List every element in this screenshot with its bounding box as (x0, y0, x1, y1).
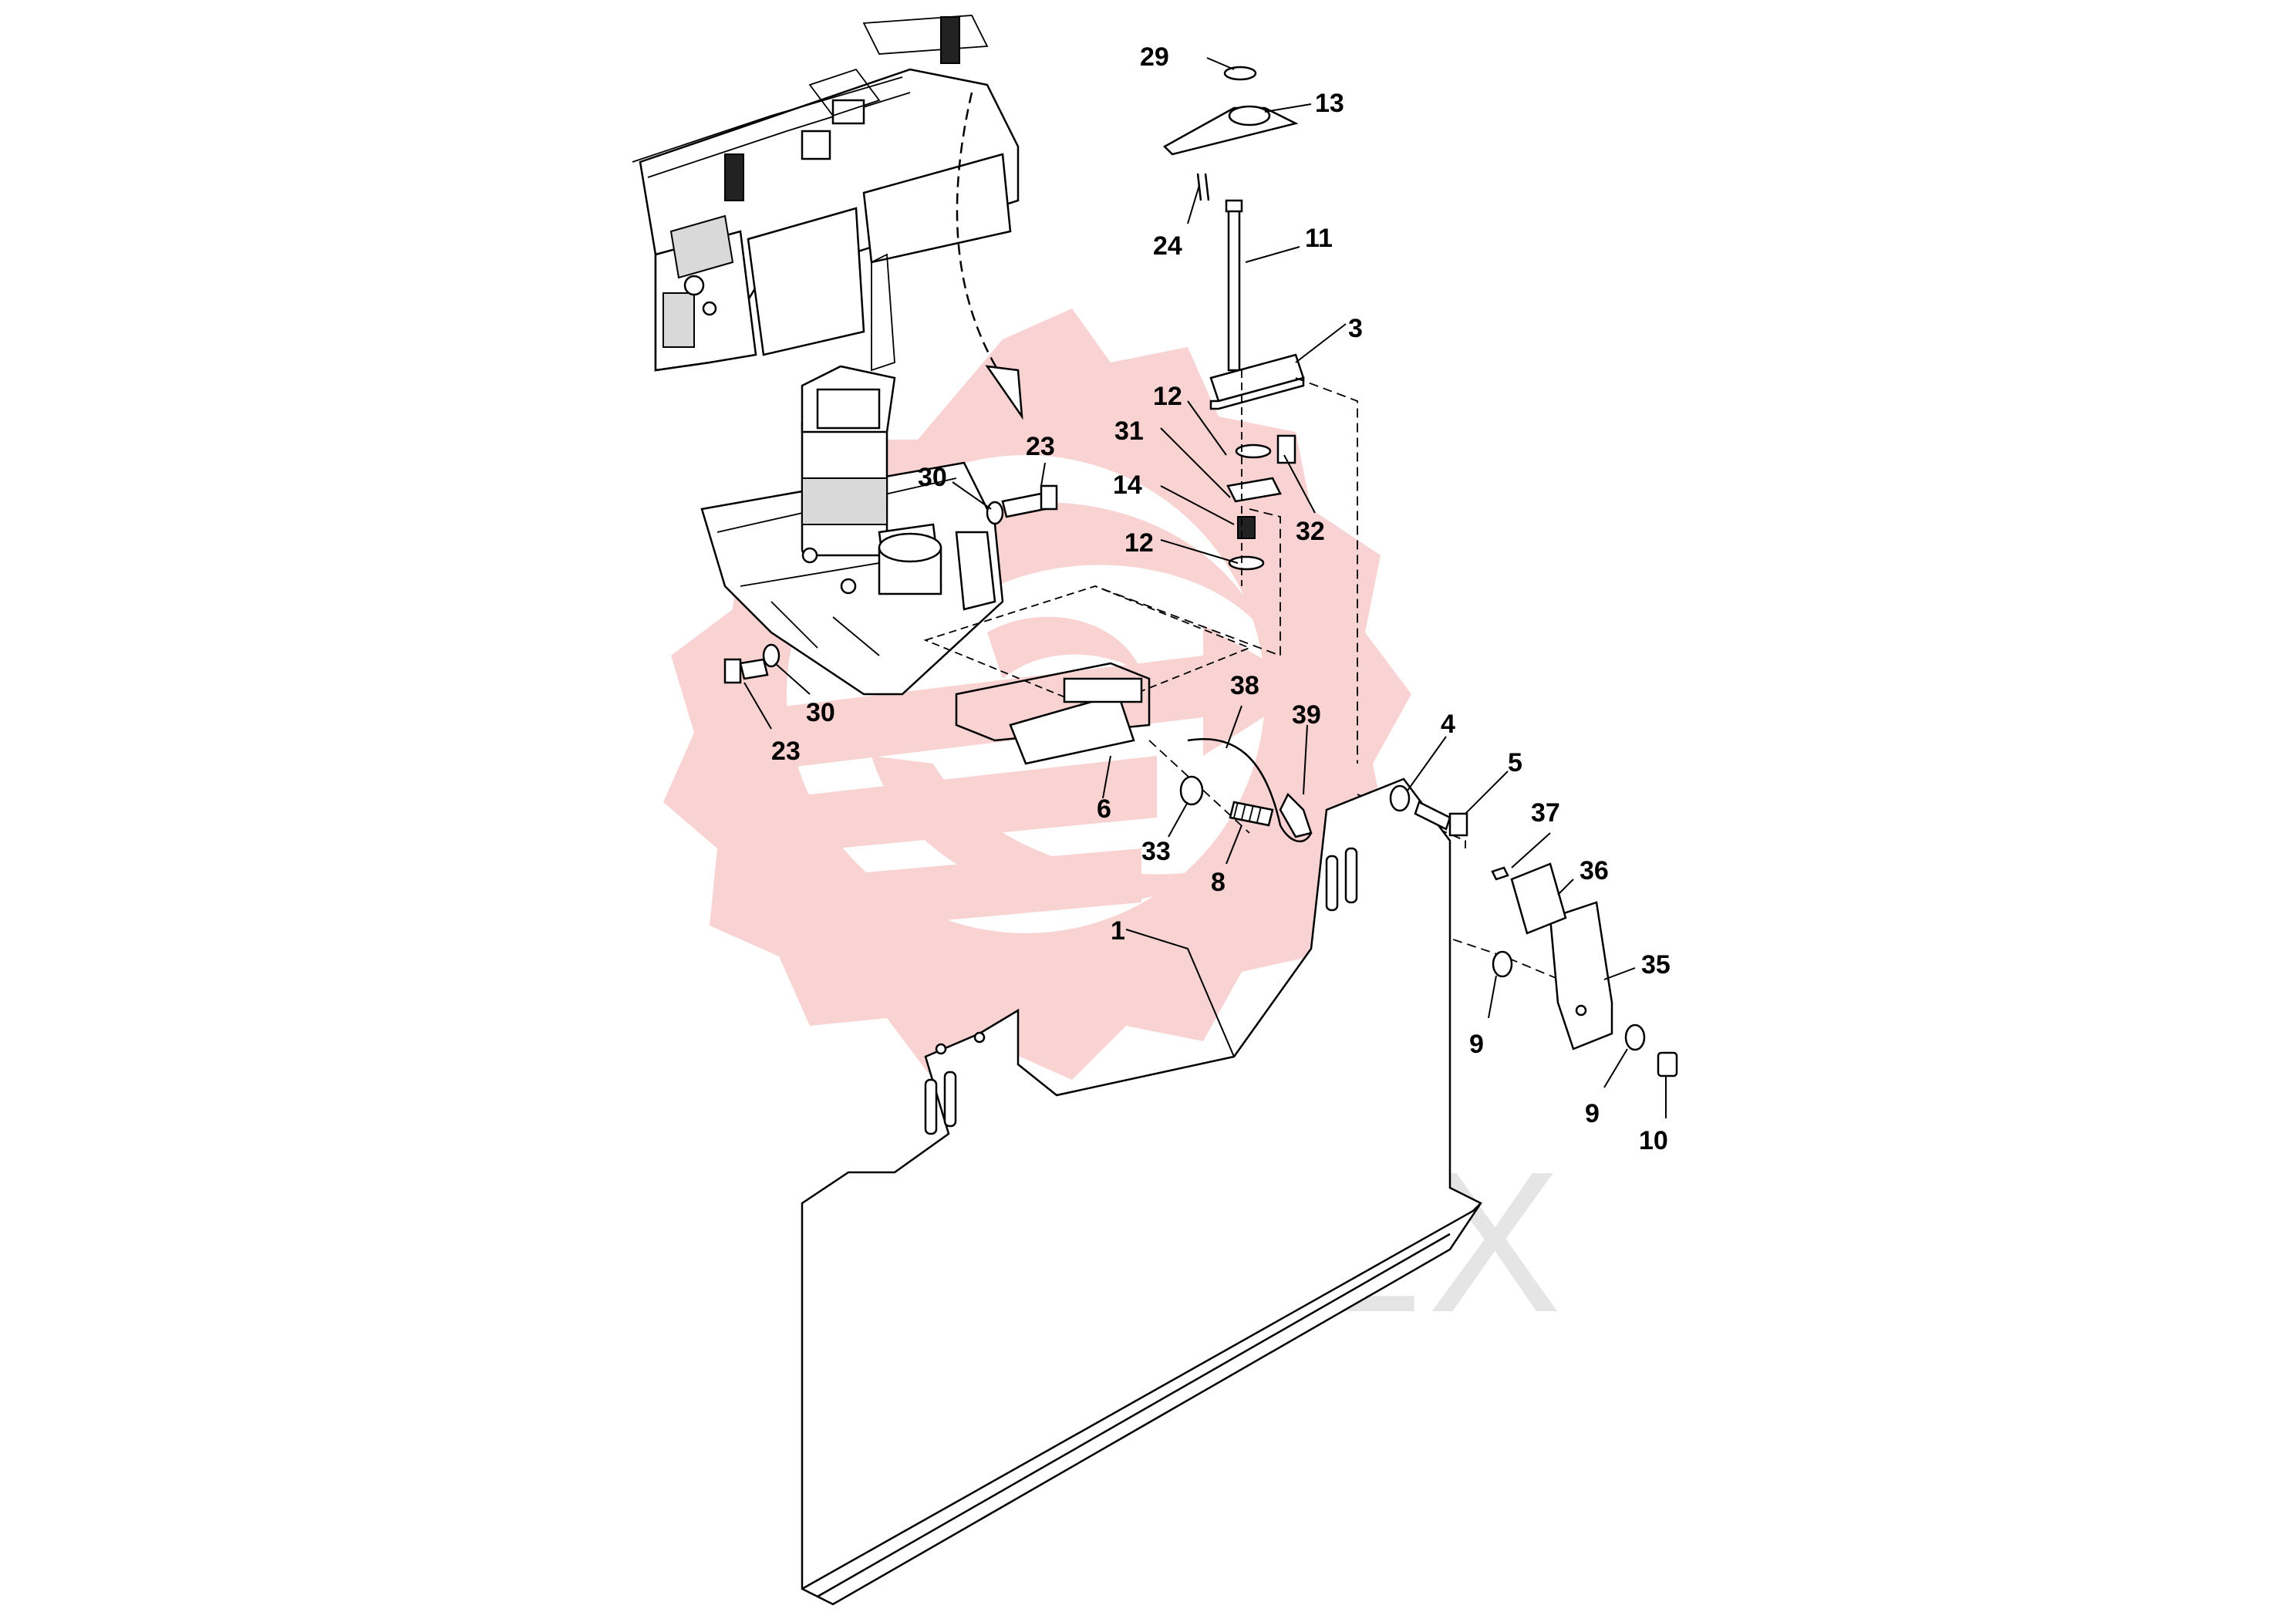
shield-panel (801, 777, 1482, 1606)
detail-arrowhead (985, 365, 1023, 420)
callout-9-right: 9 (1585, 1099, 1600, 1128)
callout-32: 32 (1296, 517, 1325, 546)
callout-9-left: 9 (1469, 1030, 1484, 1059)
callout-12-lower: 12 (1124, 528, 1154, 558)
callout-3: 3 (1348, 314, 1363, 343)
callout-31: 31 (1114, 416, 1144, 446)
callout-14: 14 (1113, 470, 1142, 500)
callout-29: 29 (1140, 42, 1169, 72)
callout-35: 35 (1641, 950, 1671, 980)
leader-lines (743, 57, 1667, 1118)
callout-10: 10 (1639, 1126, 1668, 1155)
side-bracket (1510, 862, 1613, 1050)
callout-23-lower: 23 (771, 737, 801, 766)
callout-30-upper: 30 (918, 463, 947, 492)
callout-13: 13 (1315, 89, 1344, 118)
bracket-outline-6 (955, 662, 1151, 742)
callout-6: 6 (1097, 794, 1111, 824)
callout-38: 38 (1230, 671, 1259, 700)
mount-outline (923, 585, 1252, 710)
callout-5: 5 (1508, 748, 1522, 777)
callout-11: 11 (1305, 224, 1333, 253)
bracket-6-top (1063, 677, 1143, 703)
callout-37: 37 (1531, 798, 1560, 828)
callout-8: 8 (1211, 868, 1226, 897)
callout-36: 36 (1580, 856, 1609, 885)
callout-39: 39 (1292, 700, 1321, 730)
fasteners (723, 484, 1678, 1077)
callout-labels: 29 13 24 11 3 12 31 14 32 12 23 30 30 23… (771, 42, 1671, 1155)
bracket-6 (1009, 693, 1135, 765)
callout-1: 1 (1111, 916, 1125, 946)
callout-30-lower: 30 (806, 698, 835, 727)
callout-4: 4 (1441, 710, 1455, 739)
callout-23-upper: 23 (1026, 432, 1055, 461)
shaft-lever-stack (1162, 66, 1305, 586)
callout-24: 24 (1153, 231, 1182, 261)
callout-33: 33 (1141, 837, 1171, 866)
detail-arrow (956, 92, 1004, 379)
machine-assembly-illustration (632, 15, 1020, 372)
callout-12-upper: 12 (1153, 382, 1182, 411)
motor-base-assembly (700, 365, 1004, 696)
